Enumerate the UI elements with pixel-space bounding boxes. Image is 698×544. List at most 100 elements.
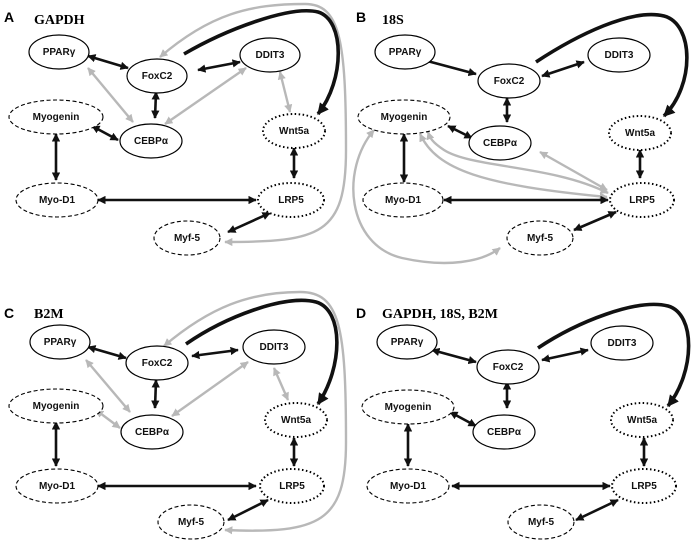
node-label: FoxC2 xyxy=(142,358,173,369)
node-shape xyxy=(259,468,325,504)
node-label: Myf-5 xyxy=(527,233,554,244)
node-myf-5: Myf-5 xyxy=(157,504,225,540)
nodes-layer: PPARγ FoxC2 DDIT3 Myogenin CEBPα Wnt5a xyxy=(8,34,326,256)
node-myo-d1: Myo-D1 xyxy=(366,468,450,504)
edge-myogenin-cebpa xyxy=(91,124,119,142)
edge-foxc2-ddit3 xyxy=(197,59,241,73)
edge-myogenin-myf5 xyxy=(352,129,501,265)
node-myogenin: Myogenin xyxy=(361,389,455,425)
edge-ddit3-wnt5a xyxy=(277,71,293,113)
edges-layer xyxy=(352,12,689,265)
panel-title: GAPDH, 18S, B2M xyxy=(382,307,498,322)
edge-foxc2-cebpa xyxy=(151,91,160,119)
node-ppar-gamma: PPARγ xyxy=(28,34,90,70)
panel-a: A GAPDH PPARγ FoxC2 xyxy=(4,2,348,256)
node-myogenin: Myogenin xyxy=(8,388,104,424)
node-label: Myf-5 xyxy=(178,517,205,528)
panel-b: B 18S PPARγ FoxC2 xyxy=(352,9,689,265)
node-shape xyxy=(242,329,306,365)
edge-foxc2-cebpa xyxy=(151,379,160,409)
node-ppar-gamma: PPARγ xyxy=(376,324,438,360)
node-label: Myogenin xyxy=(381,112,428,123)
node-label: Myogenin xyxy=(385,402,432,413)
node-shape xyxy=(239,37,301,73)
panel-c: C B2M PPARγ FoxC2 xyxy=(4,290,348,540)
edge-foxc2-wnt5a xyxy=(537,302,691,408)
node-myo-d1: Myo-D1 xyxy=(15,182,99,218)
node-wnt5a: Wnt5a xyxy=(610,402,674,438)
edge-foxc2-ddit3 xyxy=(541,60,585,78)
node-label: Myo-D1 xyxy=(39,195,76,206)
node-shape xyxy=(15,468,99,504)
node-label: Myogenin xyxy=(33,112,80,123)
edge-lrp5-myf5 xyxy=(573,210,617,232)
node-label: Myo-D1 xyxy=(385,195,422,206)
node-shape xyxy=(15,182,99,218)
node-shape xyxy=(357,99,451,135)
node-label: FoxC2 xyxy=(493,362,524,373)
node-shape xyxy=(153,220,221,256)
node-label: PPARγ xyxy=(43,47,76,58)
node-ddit3: DDIT3 xyxy=(590,325,654,361)
panel-title: B2M xyxy=(34,307,64,322)
node-cebp-alpha: CEBPα xyxy=(119,123,183,159)
node-ppar-gamma: PPARγ xyxy=(374,34,436,70)
node-label: Myf-5 xyxy=(528,517,555,528)
node-shape xyxy=(28,34,90,70)
panel-letter: D xyxy=(356,305,366,321)
node-lrp5: LRP5 xyxy=(609,182,675,218)
node-label: PPARγ xyxy=(44,337,77,348)
edge-foxc2-wnt5a xyxy=(183,9,341,116)
node-cebp-alpha: CEBPα xyxy=(472,414,536,450)
node-label: PPARγ xyxy=(391,337,424,348)
edges-layer xyxy=(51,290,348,535)
edge-myogenin-cebpa xyxy=(95,409,121,429)
node-shape xyxy=(126,58,188,94)
node-ppar-gamma: PPARγ xyxy=(29,324,91,360)
node-label: DDIT3 xyxy=(605,50,634,61)
node-label: FoxC2 xyxy=(494,76,525,87)
node-wnt5a: Wnt5a xyxy=(264,402,328,438)
edges-layer xyxy=(403,302,691,522)
panel-d: D GAPDH, 18S, B2M PPARγ FoxC2 DD xyxy=(356,302,691,540)
edge-lrp5-myf5 xyxy=(227,211,271,234)
edge-myogenin-cebpa xyxy=(449,410,477,428)
panel-letter: B xyxy=(356,9,366,25)
node-shape xyxy=(366,468,450,504)
node-shape xyxy=(374,34,436,70)
node-shape xyxy=(264,402,328,438)
node-foxc2: FoxC2 xyxy=(476,349,540,385)
edge-ppar-foxc2 xyxy=(87,345,127,360)
node-label: DDIT3 xyxy=(256,50,285,61)
node-lrp5: LRP5 xyxy=(257,182,325,218)
node-label: CEBPα xyxy=(487,427,522,438)
edge-cebpa-lrp5 xyxy=(539,150,608,192)
edge-ppar-cebpa xyxy=(85,359,131,413)
node-label: CEBPα xyxy=(134,136,169,147)
node-wnt5a: Wnt5a xyxy=(262,113,326,149)
node-myo-d1: Myo-D1 xyxy=(362,182,444,218)
node-shape xyxy=(507,504,575,540)
node-myf-5: Myf-5 xyxy=(507,504,575,540)
node-shape xyxy=(376,324,438,360)
node-lrp5: LRP5 xyxy=(259,468,325,504)
node-shape xyxy=(8,388,104,424)
edge-foxc2-ddit3 xyxy=(541,347,589,363)
node-cebp-alpha: CEBPα xyxy=(120,414,184,450)
edge-foxc2-myf5 xyxy=(159,2,348,247)
node-shape xyxy=(506,220,574,256)
panel-letter: C xyxy=(4,305,14,321)
node-shape xyxy=(590,325,654,361)
edge-ppar-foxc2 xyxy=(87,54,129,70)
node-label: Myo-D1 xyxy=(39,481,76,492)
node-shape xyxy=(477,63,541,99)
node-label: PPARγ xyxy=(389,47,422,58)
node-shape xyxy=(125,345,189,381)
edge-foxc2-wnt5a xyxy=(184,298,339,406)
node-shape xyxy=(361,389,455,425)
node-label: Myogenin xyxy=(33,401,80,412)
nodes-layer: PPARγ FoxC2 DDIT3 Myogenin CEBPα Wnt5a xyxy=(357,34,675,256)
edge-foxc2-ddit3 xyxy=(191,346,239,360)
node-myogenin: Myogenin xyxy=(8,99,104,135)
